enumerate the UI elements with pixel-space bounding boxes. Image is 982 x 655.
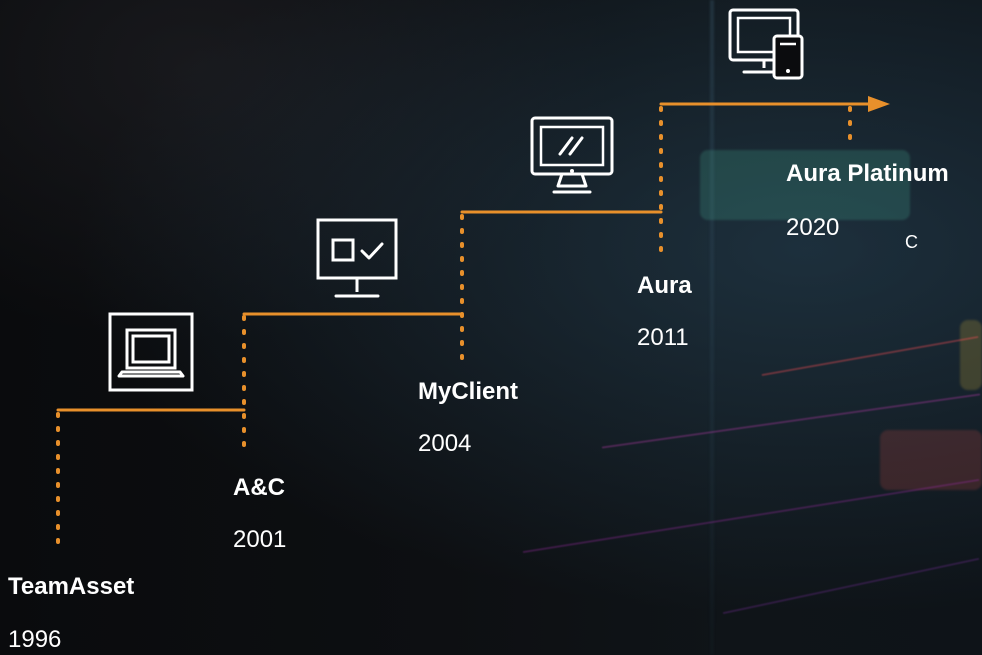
milestone-year-ac: 2001 [233, 526, 287, 553]
desktop-monitor-icon [530, 116, 614, 194]
milestone-year-teamasset: 1996 [8, 626, 62, 653]
milestone-year-aura: 2011 [637, 324, 689, 351]
milestone-name-aura-platinum: Aura Platinum [786, 160, 949, 187]
milestone-name-myclient: MyClient [418, 378, 519, 405]
milestone-name-ac: A&C [233, 474, 285, 501]
background-panel [880, 430, 982, 490]
milestone-name-teamasset: TeamAsset [8, 573, 135, 600]
monitor-check-icon [316, 218, 398, 298]
milestone-name-aura: Aura [637, 272, 692, 299]
milestone-year-myclient: 2004 [418, 430, 472, 457]
background-panel [700, 150, 910, 220]
laptop-icon [108, 312, 194, 392]
milestone-year-aura-platinum: 2020 [786, 214, 840, 241]
background-panel [960, 320, 982, 390]
stray-letter: C [905, 232, 918, 252]
background-divider [710, 0, 714, 655]
multi-device-icon [728, 8, 804, 80]
timeline-arrowhead [868, 96, 890, 112]
